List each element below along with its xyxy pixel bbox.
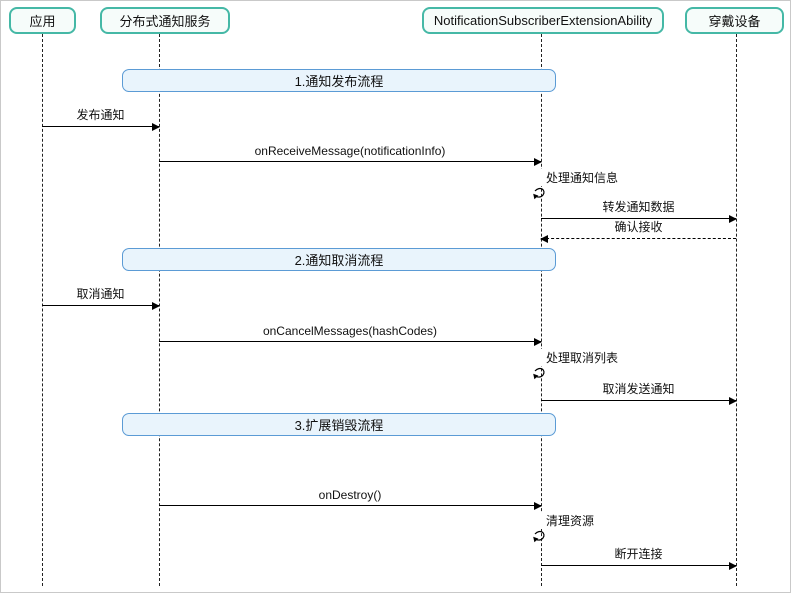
participant-label: 分布式通知服务 (119, 14, 211, 29)
section-header-destroy-flow: 3.扩展销毁流程 (122, 413, 556, 436)
section-header-publish-flow: 1.通知发布流程 (122, 69, 556, 92)
section-header-cancel-flow: 2.通知取消流程 (122, 248, 556, 271)
lifeline-notification-subscriber-extension-ability (541, 34, 542, 586)
self-message-process-cancel-list: 处理取消列表 (533, 349, 619, 382)
participant-label: 应用 (29, 14, 56, 29)
arrow-line (541, 218, 736, 219)
arrow-line (159, 505, 541, 506)
arrow-line (541, 400, 736, 401)
message-label: 断开连接 (614, 547, 663, 561)
message-publish-notification: 发布通知 (42, 107, 160, 131)
message-disconnect: 断开连接 (541, 546, 737, 570)
arrowhead-left-icon (540, 235, 548, 243)
message-on-cancel-messages: onCancelMessages(hashCodes) (159, 322, 542, 346)
self-message-label: 清理资源 (537, 512, 595, 529)
self-message-process-notification-info: 处理通知信息 (533, 169, 619, 202)
participant-notification-subscriber-extension-ability: NotificationSubscriberExtensionAbility (422, 7, 664, 34)
participant-distributed-notification-service: 分布式通知服务 (100, 7, 230, 34)
arrow-line-dashed (541, 238, 736, 239)
participant-wearable-device: 穿戴设备 (685, 7, 784, 34)
section-label: 3.扩展销毁流程 (294, 418, 384, 433)
arrow-line (42, 126, 159, 127)
arrowhead-right-icon (152, 302, 160, 310)
arrowhead-right-icon (534, 338, 542, 346)
message-label: onDestroy() (318, 488, 382, 502)
arrow-line (541, 565, 736, 566)
self-message-label: 处理取消列表 (537, 349, 619, 366)
lifeline-distributed-notification-service (159, 34, 160, 586)
section-label: 2.通知取消流程 (294, 253, 384, 268)
arrowhead-right-icon (729, 215, 737, 223)
message-label: 转发通知数据 (602, 200, 675, 214)
message-cancel-send-notification: 取消发送通知 (541, 381, 737, 405)
message-cancel-notification: 取消通知 (42, 286, 160, 310)
message-label: 取消通知 (76, 287, 125, 301)
participant-label: NotificationSubscriberExtensionAbility (433, 13, 653, 28)
self-loop-icon (533, 530, 545, 543)
section-label: 1.通知发布流程 (294, 74, 384, 89)
self-loop-icon (533, 367, 545, 380)
message-label: 取消发送通知 (602, 382, 675, 396)
arrowhead-right-icon (534, 502, 542, 510)
participant-label: 穿戴设备 (708, 14, 761, 29)
message-forward-notification-data: 转发通知数据 (541, 199, 737, 223)
arrowhead-right-icon (729, 562, 737, 570)
lifeline-wearable-device (736, 34, 737, 586)
message-label: 发布通知 (76, 108, 125, 122)
message-on-receive-message: onReceiveMessage(notificationInfo) (159, 142, 542, 166)
arrowhead-right-icon (729, 397, 737, 405)
arrow-line (159, 341, 541, 342)
participant-app: 应用 (9, 7, 76, 34)
arrowhead-right-icon (152, 123, 160, 131)
message-label: onCancelMessages(hashCodes) (262, 324, 438, 338)
message-confirm-receipt: 确认接收 (540, 219, 736, 243)
message-label: 确认接收 (614, 220, 663, 234)
self-message-label: 处理通知信息 (537, 169, 619, 186)
message-on-destroy: onDestroy() (159, 486, 542, 510)
self-message-clean-resources: 清理资源 (533, 512, 595, 545)
lifeline-app (42, 34, 43, 586)
self-loop-icon (533, 187, 545, 200)
arrow-line (42, 305, 159, 306)
message-label: onReceiveMessage(notificationInfo) (254, 144, 446, 158)
arrowhead-right-icon (534, 158, 542, 166)
arrow-line (159, 161, 541, 162)
